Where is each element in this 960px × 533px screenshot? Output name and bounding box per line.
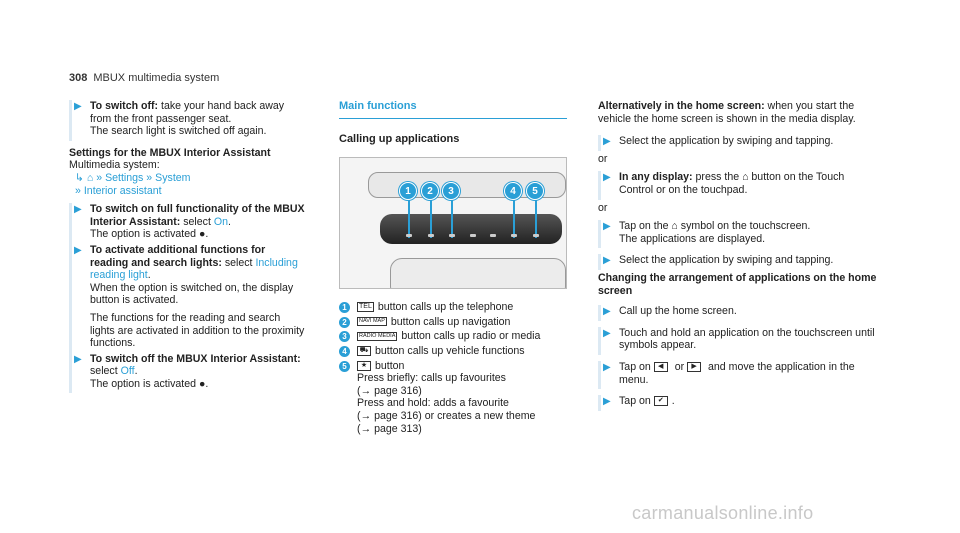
- alt-home-screen: Alternatively in the home screen: when y…: [598, 100, 856, 125]
- left-arrow-icon: ◀: [653, 362, 668, 373]
- arrow-icon: ▶: [603, 221, 611, 233]
- star-key-icon: ★: [357, 360, 371, 371]
- change-arrangement-heading: Changing the arrangement of applications…: [598, 271, 877, 297]
- legend-item: 5 ★button Press briefly: calls up favour…: [339, 360, 569, 436]
- path-settings[interactable]: Settings: [105, 171, 144, 184]
- step-call-home: ▶ Call up the home screen.: [598, 305, 878, 321]
- right-arrow-icon: ▶: [687, 362, 702, 373]
- check-icon: ✔: [653, 396, 668, 407]
- column-2: Main functions Calling up applications 1…: [339, 100, 569, 437]
- path-interior-assistant[interactable]: Interior assistant: [83, 184, 162, 197]
- page-number: 308: [69, 72, 88, 84]
- page-header: 308 MBUX multimedia system: [69, 72, 219, 85]
- callout-badge: 4: [504, 182, 522, 201]
- chevron-icon: »: [96, 171, 103, 184]
- legend-item: 4 ⛟button calls up vehicle functions: [339, 345, 569, 358]
- chevron-icon: »: [75, 184, 81, 197]
- arrow-icon: ▶: [603, 306, 611, 318]
- column-3: Alternatively in the home screen: when y…: [598, 100, 878, 411]
- arrow-icon: ▶: [603, 396, 611, 408]
- arrow-icon: ▶: [74, 204, 82, 216]
- home-icon[interactable]: ⌂: [86, 171, 94, 184]
- car-key-icon: ⛟: [357, 346, 371, 357]
- arrow-icon: ▶: [603, 136, 611, 148]
- option-off[interactable]: Off: [120, 365, 135, 378]
- arrow-icon: ▶: [603, 361, 611, 373]
- button-panel: [380, 214, 562, 245]
- step-switch-off-assistant: ▶ To switch off the MBUX Interior Assist…: [69, 352, 305, 394]
- column-1: ▶ To switch off: take your hand back awa…: [69, 100, 305, 394]
- callout-badge: 1: [399, 182, 417, 201]
- step-tap-symbol: ▶ Tap on the ⌂ symbol on the touchscreen…: [598, 220, 878, 249]
- arrow-icon: ▶: [74, 353, 82, 365]
- sub-title-calling-apps: Calling up applications: [339, 132, 460, 145]
- step-move-app: ▶ Tap on ◀ or ▶ and move the application…: [598, 360, 878, 390]
- callout-badge: 2: [421, 182, 439, 201]
- watermark: carmanualsonline.info: [632, 503, 814, 523]
- arrow-icon: ▶: [74, 244, 82, 256]
- step-select-app: ▶ Select the application by swiping and …: [598, 135, 878, 151]
- path-system[interactable]: System: [155, 171, 191, 184]
- menu-path: ↳ ⌂ » Settings » System » Interior assis…: [69, 172, 305, 197]
- settings-heading: Settings for the MBUX Interior Assistant: [69, 146, 271, 159]
- callout-badge: 5: [526, 182, 544, 201]
- step-select-app-2: ▶ Select the application by swiping and …: [598, 254, 878, 270]
- control-panel-figure: 1 2 3 4 5: [339, 157, 567, 290]
- arrow-icon: ▶: [74, 101, 82, 112]
- step-switch-off-search: ▶ To switch off: take your hand back awa…: [69, 100, 305, 141]
- option-on[interactable]: On: [213, 215, 228, 228]
- arrow-icon: ▶: [603, 172, 611, 184]
- step-any-display: ▶ In any display: press the ⌂ button on …: [598, 171, 878, 200]
- step-full-functionality: ▶ To switch on full functionality of the…: [69, 203, 305, 244]
- radio-key-icon: RADIO MEDIA: [357, 332, 398, 342]
- navi-key-icon: NAVI MAP: [357, 317, 387, 327]
- arrow-icon: ▶: [603, 255, 611, 267]
- home-icon: ⌂: [742, 171, 749, 184]
- option-including-reading-light[interactable]: Including reading light: [90, 256, 298, 282]
- arrow-icon: ▶: [603, 327, 611, 339]
- home-icon: ⌂: [671, 220, 678, 233]
- page-header-title: MBUX multimedia system: [93, 72, 220, 84]
- return-arrow-icon: ↳: [75, 171, 84, 184]
- tel-key-icon: TEL: [357, 302, 374, 313]
- step-touch-hold: ▶ Touch and hold an application on the t…: [598, 326, 878, 355]
- system-label: Multimedia system:: [69, 159, 160, 172]
- step-reading-lights: ▶ To activate additional functions for r…: [69, 243, 305, 353]
- step-tap-confirm: ▶ Tap on ✔.: [598, 395, 878, 411]
- section-title-main-functions: Main functions: [339, 100, 567, 119]
- callout-badge: 3: [442, 182, 460, 201]
- chevron-icon: »: [146, 171, 153, 184]
- panel-bottom: [390, 258, 566, 289]
